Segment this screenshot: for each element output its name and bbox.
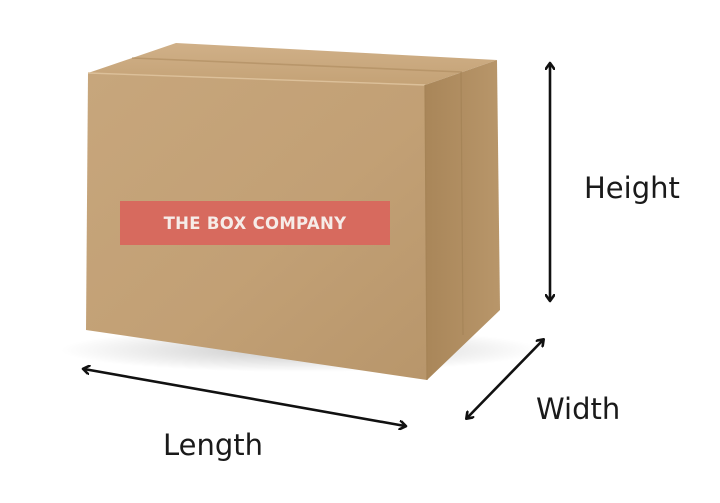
box-front-edge (87, 72, 426, 86)
box-vertical-edge (424, 84, 428, 381)
cardboard-box: THE BOX COMPANY (86, 43, 500, 381)
length-label: Length (163, 428, 263, 462)
brand-label-text: THE BOX COMPANY (164, 214, 347, 233)
box-top-face (88, 43, 497, 85)
height-label: Height (584, 171, 680, 205)
brand-label: THE BOX COMPANY (120, 201, 390, 245)
length-arrow (84, 369, 405, 426)
box-top-seam (131, 57, 463, 73)
width-label: Width (536, 392, 620, 426)
box-side-seam (460, 71, 464, 336)
brand-label-band (120, 201, 390, 245)
width-arrow (467, 340, 543, 418)
